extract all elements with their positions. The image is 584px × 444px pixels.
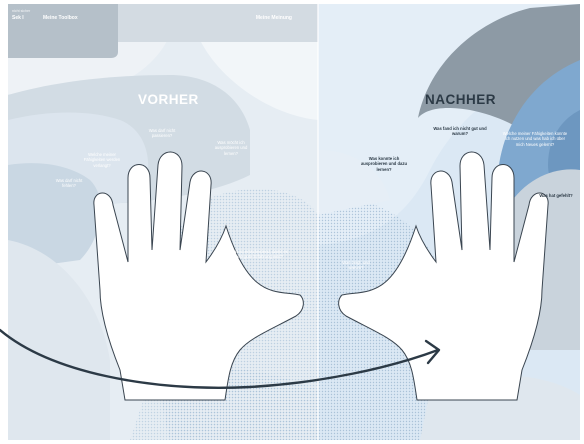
header-level: Sek I — [12, 15, 24, 21]
after-question-4: Was hat gefehlt? — [538, 193, 574, 198]
header-kicker: nicht sicher — [12, 9, 30, 13]
header-right-title: Meine Meinung — [196, 15, 292, 21]
before-question-2: Was möcht ich ausprobieren und lernen? — [208, 140, 254, 156]
before-question-1: Was darf nicht passieren? — [141, 128, 183, 139]
before-question-5: Was ist entscheidend, damit es eine gute… — [230, 249, 288, 260]
before-question-4: Was darf nicht fehlen? — [49, 178, 89, 189]
header-left-title: Meine Toolbox — [43, 15, 78, 21]
after-question-5: Was zeigt, und warum? — [336, 260, 376, 271]
after-question-3: Was konnte ich ausprobieren und dazu ler… — [358, 156, 410, 172]
before-title: VORHER — [138, 92, 199, 109]
after-question-2: Welche meiner Fähigkeiten konnte ich nut… — [502, 131, 568, 147]
after-question-1: Was fand ich nicht gut und warum? — [430, 126, 490, 137]
after-title: NACHHER — [425, 92, 496, 109]
before-question-3: Welche meiner Fähigkeiten werden verlang… — [77, 152, 127, 168]
